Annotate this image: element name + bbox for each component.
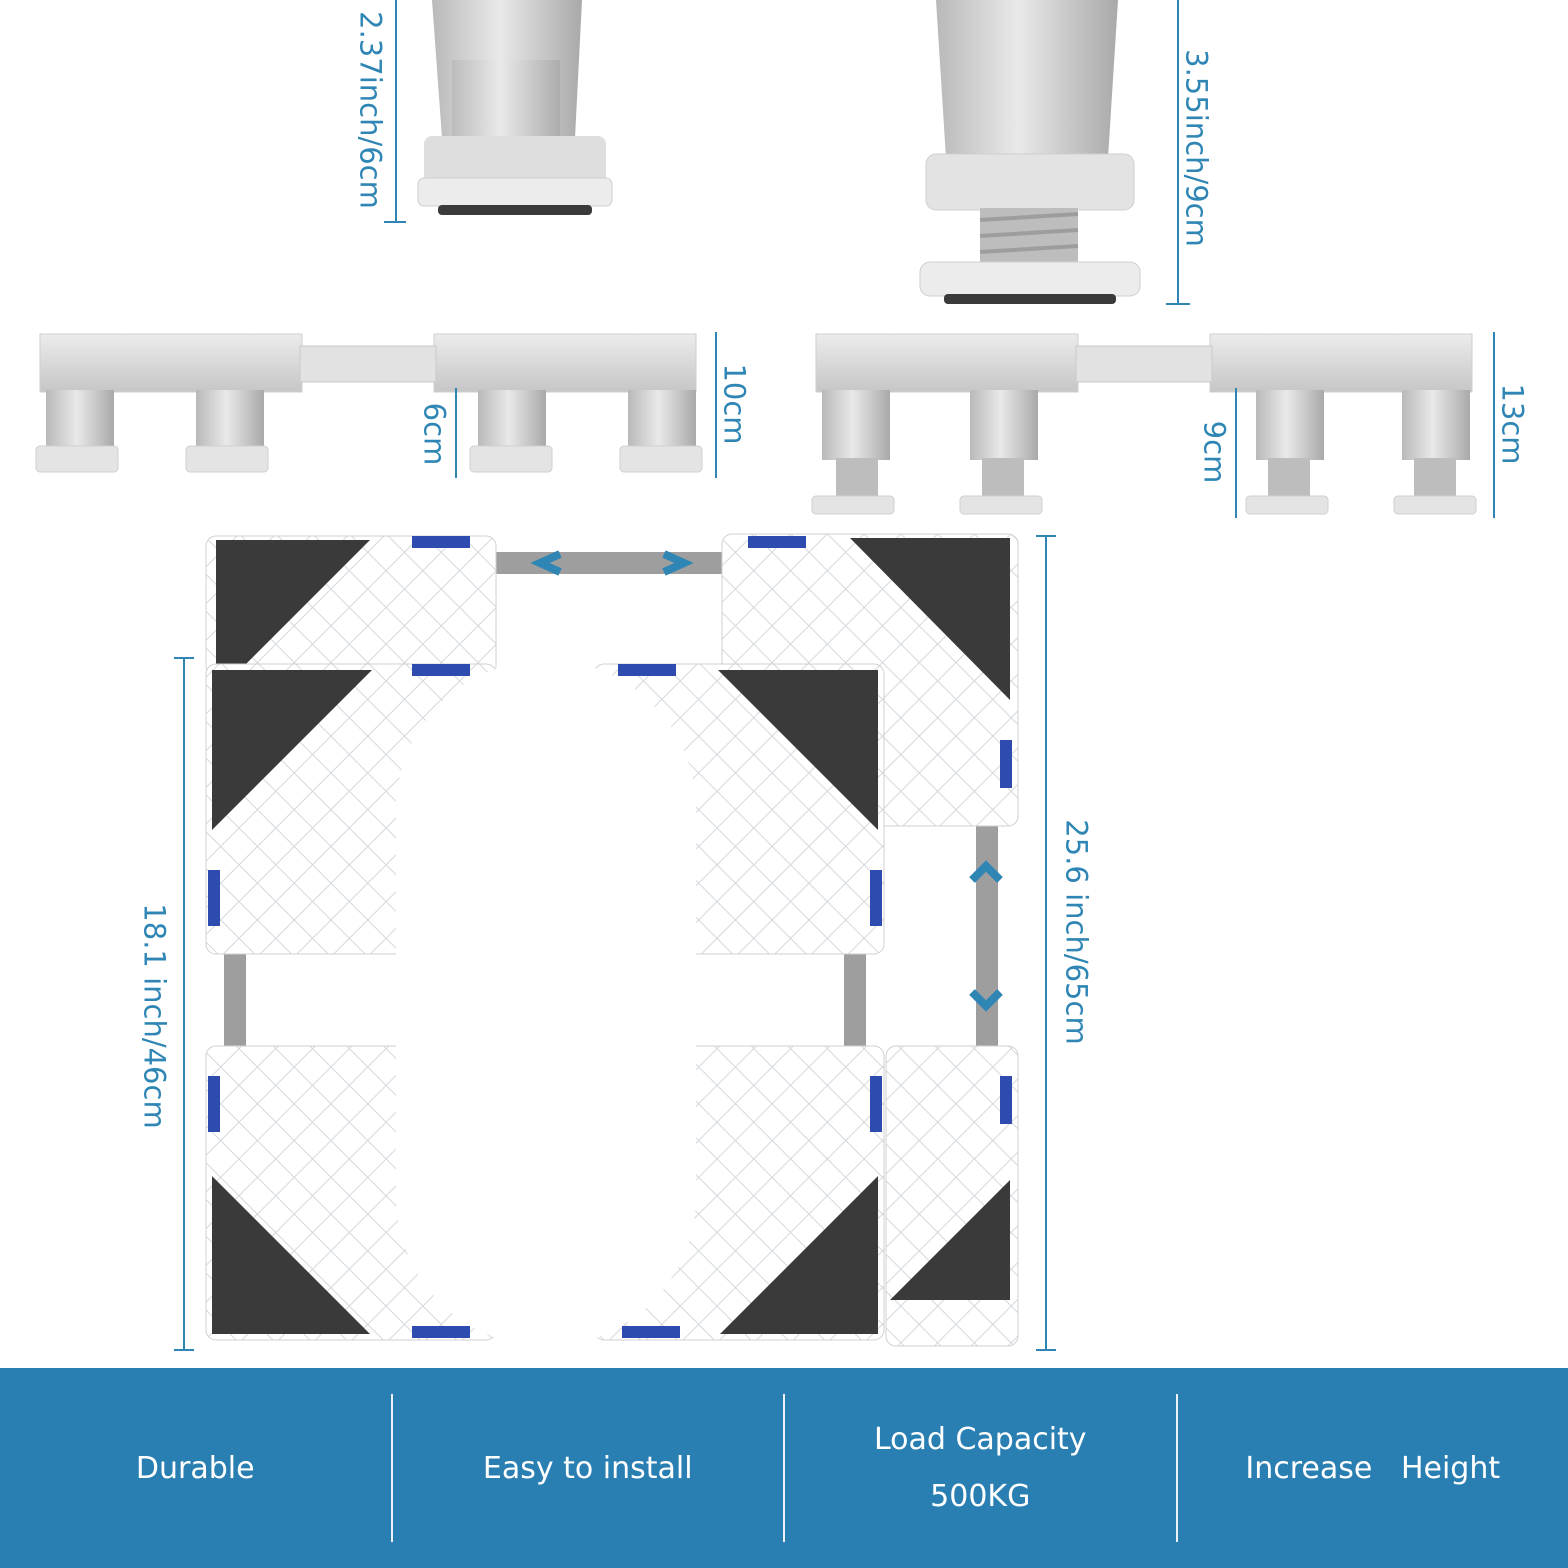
side-view-high (811, 332, 1495, 518)
feature-easy-install: Easy to install (393, 1368, 784, 1568)
feature-durable: Durable (0, 1368, 391, 1568)
low-total-label: 10cm (717, 363, 752, 445)
high-total-label: 13cm (1495, 383, 1530, 465)
feature-load-capacity: Load Capacity 500KG (785, 1368, 1176, 1568)
feature-banner: Durable Easy to install Load Capacity 50… (0, 1368, 1568, 1568)
min-frame-label: 18.1 inch/46cm (137, 903, 172, 1129)
feature-increase-height-text: Increase Height (1245, 1450, 1501, 1486)
feature-easy-install-text: Easy to install (482, 1450, 693, 1486)
foot-short-closeup (417, 0, 613, 215)
feature-load-capacity-value: 500KG (930, 1479, 1031, 1514)
feature-durable-text: Durable (135, 1450, 255, 1486)
banner-divider (783, 1394, 785, 1542)
frame-expanded (205, 533, 1019, 1347)
low-foot-label: 6cm (417, 402, 452, 466)
high-foot-label: 9cm (1197, 420, 1232, 484)
feature-load-capacity-title: Load Capacity (873, 1422, 1087, 1457)
foot-tall-closeup (919, 0, 1141, 304)
foot-short-height-label: 2.37inch/6cm (353, 11, 388, 209)
banner-divider (1175, 1394, 1178, 1542)
frame-dim-lines (174, 535, 1056, 1351)
feature-increase-height: Increase Height (1178, 1368, 1568, 1568)
foot-short-dim-line (384, 0, 406, 223)
foot-tall-dim-line (1166, 0, 1190, 305)
frame-compact (205, 660, 885, 1346)
banner-divider (390, 1394, 393, 1542)
side-view-low (35, 332, 717, 478)
foot-tall-height-label: 3.55inch/9cm (1179, 49, 1214, 247)
max-frame-label: 25.6 inch/65cm (1059, 819, 1094, 1045)
